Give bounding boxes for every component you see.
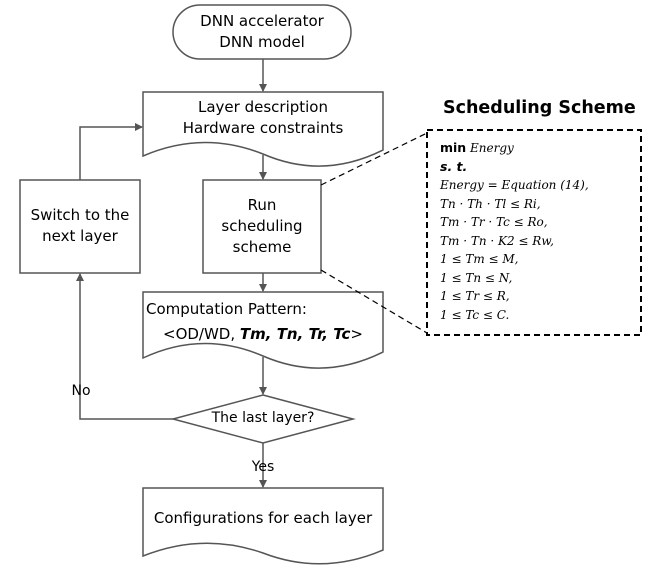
objective-keyword: min — [440, 140, 467, 155]
start-line-1: DNN accelerator — [200, 12, 324, 30]
constraint-tc-text: 1 ≤ Tc ≤ C. — [440, 307, 510, 322]
run-process-shape — [202, 179, 322, 274]
decision-label: The last layer? — [211, 410, 315, 426]
constraint-ri-text: Tn · Th · Tl ≤ Ri, — [440, 196, 541, 211]
constraint-tm: 1 ≤ Tm ≤ M, — [440, 250, 635, 269]
pattern-suffix: > — [350, 325, 363, 343]
pattern-label: Computation Pattern: <OD/WD, Tm, Tn, Tr,… — [143, 299, 383, 345]
end-label: Configurations for each layer — [153, 509, 373, 527]
switch-label: Switch to the next layer — [20, 205, 140, 247]
edge-label-no: No — [71, 383, 91, 399]
pattern-document-shape — [142, 291, 384, 369]
arrow-switch-to-input — [79, 123, 143, 180]
switch-line-1: Switch to the — [30, 206, 130, 224]
run-line-3: scheme — [232, 238, 292, 256]
constraint-ro-text: Tm · Tr · Tc ≤ Ro, — [440, 215, 548, 229]
edge-label-yes: Yes — [251, 459, 275, 475]
switch-process-shape — [19, 179, 141, 274]
constraint-tn-text: 1 ≤ Tn ≤ N, — [440, 270, 513, 285]
run-line-2: scheduling — [221, 217, 303, 235]
pattern-line-1: Computation Pattern: — [146, 300, 307, 318]
subject-to-label: s. t. — [440, 158, 468, 174]
start-label: DNN accelerator DNN model — [173, 11, 351, 53]
input-document-shape — [142, 91, 384, 167]
end-document-shape — [142, 487, 384, 565]
run-line-1: Run — [247, 196, 277, 214]
objective-row: min Energy — [440, 139, 635, 158]
start-terminator-shape — [172, 4, 352, 60]
scheme-dashed-box — [426, 129, 642, 336]
run-label: Run scheduling scheme — [203, 195, 321, 258]
pattern-prefix: <OD/WD, — [163, 325, 240, 343]
callout-line-lower — [320, 269, 428, 334]
scheme-title: Scheduling Scheme — [443, 98, 636, 118]
constraint-energy-text: Energy = Equation (14), — [440, 178, 589, 192]
constraint-ro: Tm · Tr · Tc ≤ Ro, — [440, 213, 635, 232]
constraint-tr: 1 ≤ Tr ≤ R, — [440, 287, 635, 306]
switch-line-2: next layer — [42, 227, 118, 245]
input-line-1: Layer description — [198, 98, 328, 116]
constraint-tm-text: 1 ≤ Tm ≤ M, — [440, 252, 519, 266]
constraint-tn: 1 ≤ Tn ≤ N, — [440, 269, 635, 288]
constraint-ri: Tn · Th · Tl ≤ Ri, — [440, 195, 635, 214]
objective-variable: Energy — [470, 141, 514, 155]
scheme-formulation: min Energy s. t. Energy = Equation (14),… — [440, 139, 635, 324]
start-line-2: DNN model — [219, 33, 305, 51]
constraint-tr-text: 1 ≤ Tr ≤ R, — [440, 289, 510, 303]
arrow-decision-no-to-switch — [76, 273, 173, 420]
pattern-vars: Tm, Tn, Tr, Tc — [239, 325, 351, 343]
input-label: Layer description Hardware constraints — [143, 97, 383, 139]
constraint-rw-text: Tm · Tn · K2 ≤ Rw, — [440, 233, 554, 248]
subject-to-row: s. t. — [440, 158, 635, 177]
constraint-energy: Energy = Equation (14), — [440, 176, 635, 195]
constraint-rw: Tm · Tn · K2 ≤ Rw, — [440, 232, 635, 251]
pattern-line-2: <OD/WD, Tm, Tn, Tr, Tc> — [143, 324, 383, 345]
input-line-2: Hardware constraints — [182, 119, 344, 137]
constraint-tc: 1 ≤ Tc ≤ C. — [440, 306, 635, 325]
